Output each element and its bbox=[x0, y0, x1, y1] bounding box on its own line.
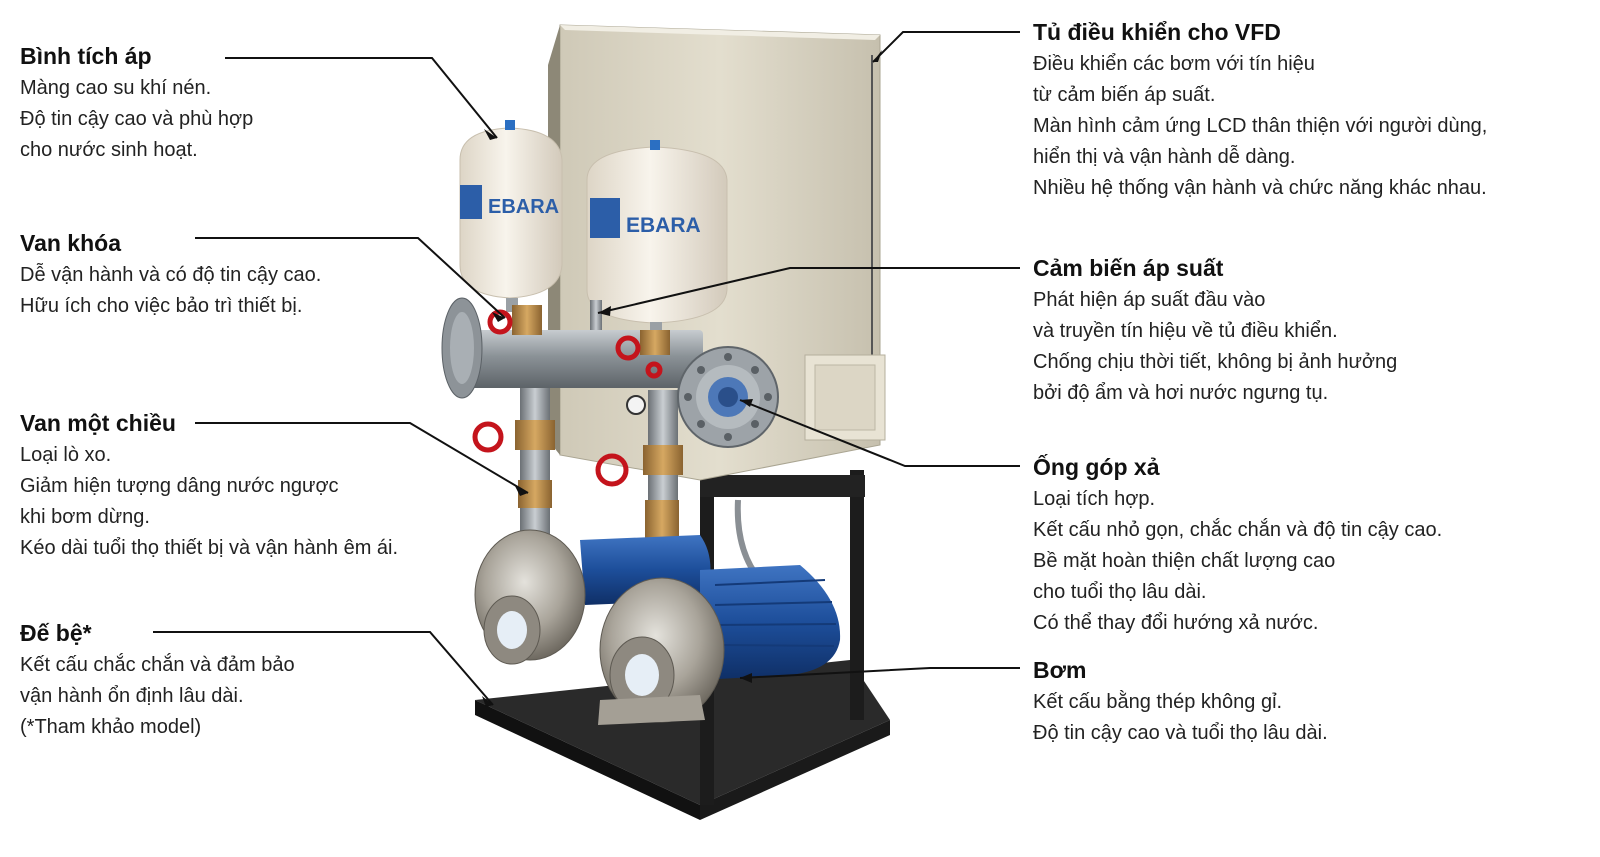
callout-line: Kết cấu chắc chắn và đảm bảo bbox=[20, 654, 295, 676]
leader-arrowheads bbox=[482, 50, 882, 707]
brand-label-right: EBARA bbox=[626, 214, 701, 237]
pump-motor-front bbox=[598, 565, 841, 725]
leader-vfd-cabinet bbox=[872, 31, 1020, 63]
callout-line: Giảm hiện tượng dâng nước ngược bbox=[20, 475, 339, 497]
base-frame bbox=[475, 470, 890, 820]
callout-discharge-manifold: Ống góp xả Loại tích hợp. Kết cấu nhỏ gọ… bbox=[1033, 453, 1442, 639]
discharge-manifold bbox=[441, 297, 779, 448]
leader-pressure-tank bbox=[225, 57, 498, 139]
callout-pump: Bơm Kết cấu bằng thép không gỉ. Độ tin c… bbox=[1033, 656, 1328, 749]
callout-title: Bình tích áp bbox=[20, 43, 152, 69]
callout-line: Loại tích hợp. bbox=[1033, 488, 1156, 510]
pressure-tank-right: EBARA bbox=[586, 140, 728, 336]
callout-line: Chống chịu thời tiết, không bị ảnh hưởng bbox=[1033, 351, 1398, 373]
callout-line: vận hành ổn định lâu dài. bbox=[20, 685, 244, 707]
leader-base bbox=[153, 631, 494, 706]
callout-line: cho tuổi thọ lâu dài. bbox=[1033, 581, 1207, 603]
callout-line: (*Tham khảo model) bbox=[20, 716, 202, 738]
pressure-tank-left: EBARA bbox=[459, 120, 563, 312]
leader-gate-valve bbox=[195, 237, 506, 319]
callout-line: từ cảm biến áp suất. bbox=[1033, 84, 1216, 106]
callout-title: Cảm biến áp suất bbox=[1033, 255, 1224, 281]
callout-line: Dễ vận hành và có độ tin cậy cao. bbox=[20, 264, 322, 286]
leader-lines bbox=[153, 31, 1020, 706]
brand-label-left: EBARA bbox=[488, 196, 559, 218]
callout-pressure-tank: Bình tích áp Màng cao su khí nén. Độ tin… bbox=[20, 42, 253, 166]
callout-line: Kết cấu bằng thép không gỉ. bbox=[1033, 691, 1283, 713]
callout-line: Kéo dài tuổi thọ thiết bị và vận hành êm… bbox=[20, 537, 399, 559]
leader-pump bbox=[739, 667, 1020, 679]
leader-pressure-sensor bbox=[597, 267, 1020, 314]
callout-line: Màn hình cảm ứng LCD thân thiện với ngườ… bbox=[1033, 115, 1488, 137]
callout-line: hiển thị và vận hành dễ dàng. bbox=[1033, 146, 1296, 168]
callout-line: Điều khiển các bơm với tín hiệu bbox=[1033, 53, 1315, 75]
callout-line: Phát hiện áp suất đầu vào bbox=[1033, 289, 1266, 311]
callout-title: Tủ điều khiển cho VFD bbox=[1033, 19, 1281, 45]
leader-check-valve bbox=[195, 422, 529, 494]
callout-line: Độ tin cậy cao và phù hợp bbox=[20, 108, 254, 130]
callout-base: Đế bệ* Kết cấu chắc chắn và đảm bảo vận … bbox=[20, 619, 295, 743]
callout-line: Độ tin cậy cao và tuổi thọ lâu dài. bbox=[1033, 722, 1328, 744]
pressure-gauge bbox=[626, 395, 646, 415]
callout-line: bởi độ ẩm và hơi nước ngưng tụ. bbox=[1033, 382, 1329, 404]
callout-title: Van khóa bbox=[20, 230, 121, 256]
callout-gate-valve: Van khóa Dễ vận hành và có độ tin cậy ca… bbox=[20, 229, 321, 322]
callout-line: Kết cấu nhỏ gọn, chắc chắn và độ tin cậy… bbox=[1033, 519, 1443, 541]
callout-line: Màng cao su khí nén. bbox=[20, 77, 212, 99]
callout-line: Bề mặt hoàn thiện chất lượng cao bbox=[1033, 550, 1336, 572]
callout-line: Nhiều hệ thống vận hành và chức năng khá… bbox=[1033, 177, 1487, 199]
callout-line: và truyền tín hiệu về tủ điều khiển. bbox=[1033, 320, 1338, 342]
red-handwheels bbox=[472, 309, 663, 487]
callout-line: cho nước sinh hoạt. bbox=[20, 139, 198, 161]
callout-line: Hữu ích cho việc bảo trì thiết bị. bbox=[20, 295, 303, 317]
callout-vfd-cabinet: Tủ điều khiển cho VFD Điều khiển các bơm… bbox=[1033, 18, 1487, 204]
leader-discharge-manifold bbox=[739, 399, 1020, 467]
callout-line: khi bơm dừng. bbox=[20, 506, 150, 528]
callout-pressure-sensor: Cảm biến áp suất Phát hiện áp suất đầu v… bbox=[1033, 254, 1397, 409]
callout-title: Đế bệ* bbox=[20, 620, 92, 646]
callout-title: Van một chiều bbox=[20, 410, 176, 436]
callout-check-valve: Van một chiều Loại lò xo. Giảm hiện tượn… bbox=[20, 409, 398, 564]
callout-title: Ống góp xả bbox=[1033, 454, 1160, 480]
callout-line: Loại lò xo. bbox=[20, 444, 112, 466]
callout-title: Bơm bbox=[1033, 657, 1087, 683]
brass-fittings bbox=[512, 305, 683, 540]
callout-line: Có thể thay đổi hướng xả nước. bbox=[1033, 612, 1319, 634]
